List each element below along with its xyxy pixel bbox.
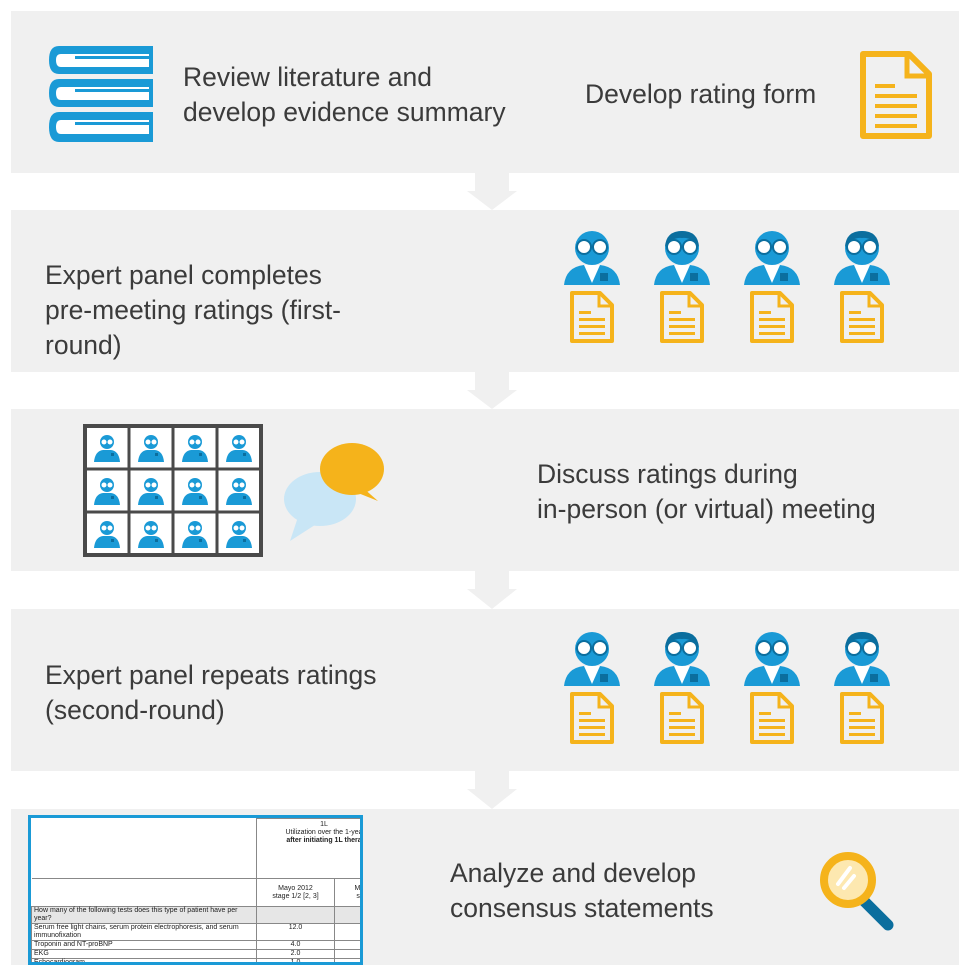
- grid-participant-icon: [226, 521, 252, 548]
- step-5-text: Analyze and develop consensus statements: [450, 858, 714, 923]
- grid-participant-icon: [138, 478, 164, 505]
- document-icon: [860, 51, 932, 139]
- step-2-text: Expert panel completes pre-meeting ratin…: [45, 260, 342, 360]
- table-cell-v2: 9: [333, 940, 360, 950]
- table-row: Serum free light chains, serum protein e…: [31, 923, 360, 941]
- grid-participant-icon: [182, 521, 208, 548]
- grid-participant-icon: [226, 435, 252, 462]
- grid-participant-icon: [94, 521, 120, 548]
- video-grid-icon: [83, 424, 263, 557]
- expert-with-document-icon: [654, 632, 710, 744]
- table-cell-v1: 2.0: [256, 949, 335, 959]
- grid-participant-icon: [94, 435, 120, 462]
- grid-participant-icon: [182, 478, 208, 505]
- table-question: How many of the following tests does thi…: [31, 906, 257, 924]
- expert-with-document-icon: [654, 231, 710, 343]
- expert-with-document-icon: [744, 632, 800, 744]
- down-arrow-icon: [467, 771, 517, 809]
- grid-participant-icon: [138, 435, 164, 462]
- expert-with-document-icon: [564, 231, 620, 343]
- step-band-4: [11, 609, 959, 771]
- table-col-2: Mayo stag: [333, 878, 360, 907]
- step-1-text: Review literature and develop evidence s…: [183, 62, 506, 127]
- table-group-sub-a: Utilization over the 1-yea: [285, 829, 363, 836]
- table-cell-v2: 3: [333, 949, 360, 959]
- expert-with-document-icon: [834, 231, 890, 343]
- expert-with-document-icon: [744, 231, 800, 343]
- books-icon: [49, 46, 153, 142]
- magnifier-icon: [820, 852, 894, 931]
- step-band-1: [11, 11, 959, 173]
- step-band-2: [11, 210, 959, 372]
- expert-with-document-icon: [564, 632, 620, 744]
- table-cell-v1: 4.0: [256, 940, 335, 950]
- down-arrow-icon: [467, 173, 517, 210]
- step-1-rating-form-text: Develop rating form: [585, 79, 817, 109]
- step-3-text: Discuss ratings during in-person (or vir…: [537, 459, 876, 524]
- table-cell-v1: 12.0: [256, 923, 335, 941]
- table-cell-label: EKG: [31, 949, 257, 959]
- table-group-sub-b: after initiating 1L thera: [286, 837, 362, 844]
- down-arrow-icon: [467, 372, 517, 409]
- table-cell-label: Serum free light chains, serum protein e…: [31, 923, 257, 941]
- table-cell-label: Troponin and NT-proBNP: [31, 940, 257, 950]
- grid-participant-icon: [138, 521, 164, 548]
- grid-participant-icon: [94, 478, 120, 505]
- table-cell-v2: 1: [333, 923, 360, 941]
- table-col-1: Mayo 2012 stage 1/2 [2, 3]: [256, 878, 335, 907]
- table-cell-v2: 2: [333, 958, 360, 962]
- grid-participant-icon: [182, 435, 208, 462]
- down-arrow-icon: [467, 571, 517, 609]
- step-4-text: Expert panel repeats ratings (second-rou…: [45, 660, 377, 725]
- expert-with-document-icon: [834, 632, 890, 744]
- rating-table-preview: 1L Utilization over the 1-yea after init…: [28, 815, 363, 965]
- chat-bubbles-icon: [284, 443, 384, 541]
- table-cell-label: Echocardiogram: [31, 958, 257, 962]
- table-cell-v1: 1.0: [256, 958, 335, 962]
- table-group-header: 1L: [320, 821, 328, 828]
- grid-participant-icon: [226, 478, 252, 505]
